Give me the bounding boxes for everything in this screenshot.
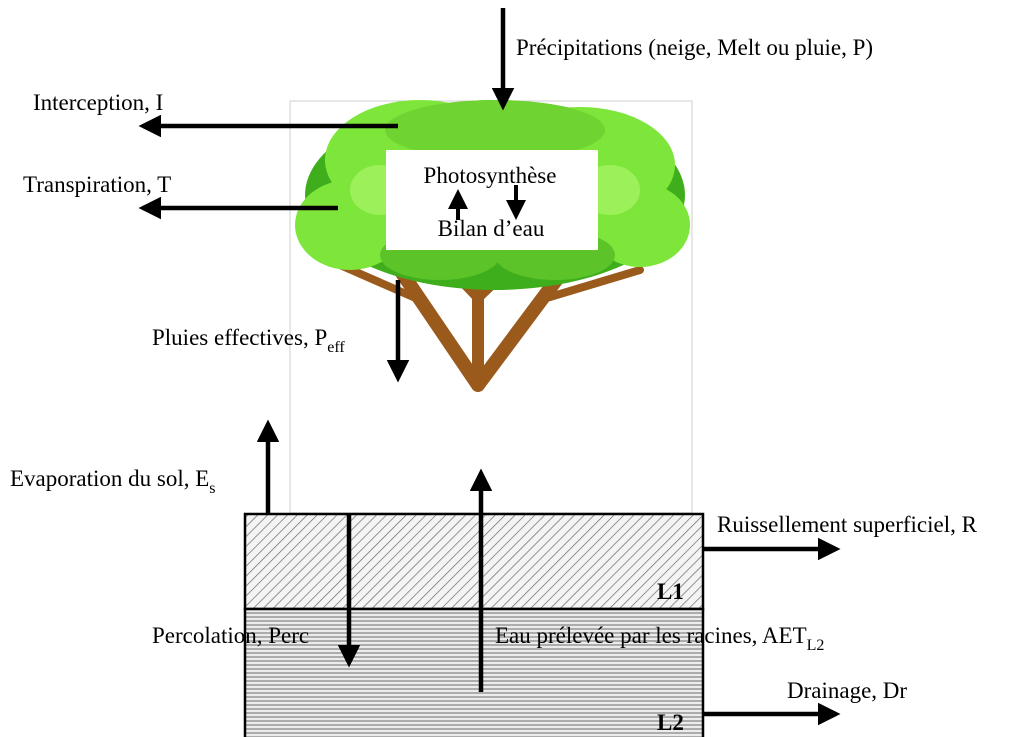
soil-layer-2	[243, 607, 705, 737]
root-uptake-label: Eau prélevée par les racines, AETL2	[495, 623, 824, 654]
percolation-label: Percolation, Perc	[152, 623, 309, 648]
soil-evaporation-label: Evaporation du sol, Es	[10, 466, 216, 497]
water-balance-label: Bilan d’eau	[438, 216, 545, 241]
root-uptake-subscript: L2	[807, 637, 825, 654]
photosynthesis-box: Photosynthèse Bilan d’eau	[386, 150, 598, 250]
soil-evaporation-subscript: s	[209, 480, 215, 497]
soil-layer-1	[243, 512, 705, 611]
precipitation-label: Précipitations (neige, Melt ou pluie, P)	[516, 35, 873, 60]
runoff-label: Ruissellement superficiel, R	[717, 512, 978, 537]
drainage-label: Drainage, Dr	[787, 678, 907, 703]
transpiration-label: Transpiration, T	[23, 172, 171, 197]
layer-2-label: L2	[657, 710, 684, 735]
effective-rain-subscript: eff	[327, 339, 345, 356]
flux-arrows	[138, 8, 841, 726]
interception-label: Interception, I	[33, 90, 163, 115]
effective-rain-label: Pluies effectives, Peff	[152, 325, 345, 356]
photosynthesis-label: Photosynthèse	[424, 163, 557, 188]
soil-profile: L1 L2	[243, 512, 705, 737]
layer-1-label: L1	[657, 579, 684, 604]
